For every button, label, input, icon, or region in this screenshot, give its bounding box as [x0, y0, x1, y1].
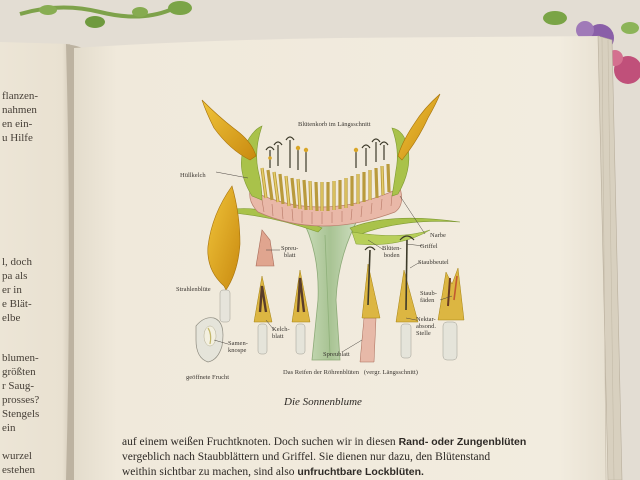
left-page-line-7: er in	[2, 284, 22, 296]
opened-fruit	[195, 317, 224, 363]
left-page-line-10: blumen-	[2, 352, 39, 364]
tubular-floret-2	[291, 269, 311, 355]
label-bluetenboden: Blüten- boden	[382, 245, 402, 259]
left-page-line-1: flanzen-	[2, 90, 39, 102]
label-title: Blütenkorb im Längsschnitt	[298, 121, 371, 128]
left-page-line-16: wurzel	[2, 450, 32, 462]
left-page-line-12: r Saug-	[2, 380, 35, 392]
left-page-line-4: u Hilfe	[2, 132, 33, 144]
left-page-line-8: e Blät-	[2, 298, 32, 310]
tubular-floret-3	[359, 246, 381, 363]
label-staubbeutel: Staubbeutel	[418, 259, 449, 266]
left-page-line-3: en ein-	[2, 118, 33, 130]
figure-caption: Die Sonnenblume	[284, 396, 362, 408]
left-page-line-5: l, doch	[2, 256, 32, 268]
label-spreublatt-bottom: Spreublatt	[323, 351, 350, 358]
receptacle	[249, 187, 402, 227]
label-huellkelch: Hüllkelch	[180, 172, 206, 179]
leaf-right-lower	[351, 229, 431, 245]
body-line-3-text: weithin sichtbar zu machen, sind also	[122, 466, 298, 478]
chaff-scale	[255, 229, 275, 267]
label-reifen: Das Reifen der Röhrenblüten (vergr. Läng…	[283, 369, 418, 376]
left-page-line-9: elbe	[2, 312, 21, 324]
left-page-line-11: größten	[2, 366, 36, 378]
label-strahlenbluete: Strahlenblüte	[176, 286, 211, 293]
left-page-line-14: Stengels	[2, 408, 40, 420]
tubular-floret-4	[395, 235, 419, 359]
right-page	[74, 36, 612, 480]
label-narbe: Narbe	[430, 232, 446, 239]
tubular-floret-5	[437, 267, 465, 361]
left-page	[0, 42, 73, 480]
body-line-1-bold: Rand- oder Zungenblüten	[398, 436, 527, 448]
body-line-3: weithin sichtbar zu machen, sind also un…	[122, 466, 424, 478]
ray-floret	[207, 185, 241, 323]
body-line-1: auf einem weißen Fruchtknoten. Doch such…	[122, 436, 526, 448]
label-geoeffnete-frucht: geöffnete Frucht	[186, 374, 230, 381]
left-page-line-6: pa als	[2, 270, 28, 282]
label-samenknospe: Samen- knospe	[228, 340, 248, 354]
ray-petal-right	[397, 93, 441, 161]
label-nektar: Nektar- absond. Stelle	[416, 316, 437, 337]
body-line-2: vergeblich nach Staubblättern und Griffe…	[122, 451, 491, 463]
left-page-line-13: prosses?	[2, 394, 40, 406]
label-kelchblatt: Kelch- blatt	[272, 326, 290, 340]
leaf-right	[349, 217, 461, 237]
label-spreublatt-top: Spreu- blatt	[281, 245, 299, 259]
disc-florets	[260, 136, 391, 212]
left-page-line-17: estehen	[2, 464, 35, 476]
body-line-1-text: auf einem weißen Fruchtknoten. Doch such…	[122, 436, 399, 448]
tubular-floret-1	[253, 275, 273, 355]
label-griffel: Griffel	[420, 243, 438, 250]
stem	[299, 214, 361, 361]
sunflower-illustration	[195, 93, 465, 363]
body-line-3-bold: unfruchtbare Lockblüten.	[297, 466, 424, 478]
label-staubfaeden: Staub- fäden	[420, 290, 437, 304]
ray-petal-left	[201, 99, 257, 161]
left-page-line-15: ein	[2, 422, 16, 434]
left-page-line-2: nahmen	[2, 104, 37, 116]
